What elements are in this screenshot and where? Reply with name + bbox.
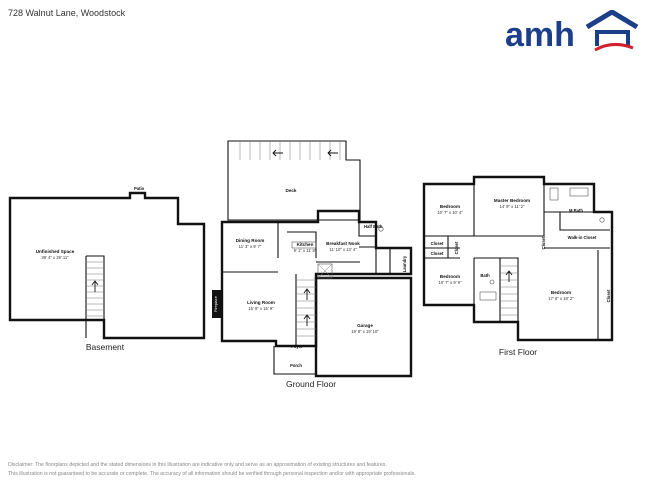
room-dims-dining-room: 11' 3" x 9' 7" bbox=[239, 244, 262, 249]
room-name-bath: Bath bbox=[480, 273, 490, 278]
amh-logo: amh bbox=[505, 10, 639, 52]
room-name-bedroom-3: Bedroom bbox=[440, 274, 460, 279]
room-name-foyer: Foyer bbox=[291, 344, 303, 349]
room-name-garage: Garage bbox=[357, 323, 373, 328]
floor-label-first: First Floor bbox=[499, 347, 537, 357]
room-name-m-bath: M Bath bbox=[569, 208, 583, 213]
logo-swoosh-icon bbox=[594, 43, 634, 52]
room-name-walk-in-closet: Walk-in Closet bbox=[568, 235, 597, 240]
first-floor-plan: Bedroom 10' 7" x 10' 4" Master Bedroom 1… bbox=[422, 175, 614, 357]
room-name-closet-2: Closet bbox=[431, 251, 444, 256]
room-dims-master-bedroom: 14' 9" x 11' 2" bbox=[500, 204, 525, 209]
room-dims-bedroom-2: 10' 7" x 10' 4" bbox=[437, 210, 463, 215]
room-dims-kitchen: 9' 1" x 11' 8" bbox=[294, 248, 317, 253]
room-dims-garage: 19' 8" x 19' 10" bbox=[351, 329, 379, 334]
room-name-closet-3: Closet bbox=[454, 241, 459, 254]
room-name-laundry: Laundry bbox=[402, 255, 407, 272]
floor-label-ground: Ground Floor bbox=[286, 379, 336, 389]
room-name-kitchen: Kitchen bbox=[297, 242, 314, 247]
disclaimer-line-1: Disclaimer: The floorplans depicted and … bbox=[8, 462, 387, 468]
basement-plan: Patio Unfinished Space 39' 4" x 28' 11" … bbox=[8, 186, 206, 352]
logo-wordmark: amh bbox=[505, 16, 575, 52]
room-dims-bedroom-3: 10' 7" x 9' 9" bbox=[439, 280, 462, 285]
floor-label-basement: Basement bbox=[86, 342, 125, 352]
room-name-master-bedroom: Master Bedroom bbox=[494, 198, 530, 203]
room-name-porch: Porch bbox=[290, 363, 302, 368]
disclaimer-line-2: This illustration is not guaranteed to b… bbox=[8, 471, 416, 477]
room-name-patio: Patio bbox=[134, 186, 145, 191]
room-name-bedroom-2: Bedroom bbox=[440, 204, 460, 209]
room-dims-breakfast-nook: 11' 10" x 13' 4" bbox=[329, 247, 357, 252]
room-dims-unfinished-space: 39' 4" x 28' 11" bbox=[41, 255, 69, 260]
ground-floor-plan: Deck Fireplace Dining Room 11' 3" x 9' 7… bbox=[212, 140, 413, 389]
room-name-dining-room: Dining Room bbox=[236, 238, 265, 243]
room-name-unfinished-space: Unfinished Space bbox=[36, 249, 75, 254]
listing-address: 728 Walnut Lane, Woodstock bbox=[8, 8, 126, 18]
room-name-closet-4: Closet bbox=[541, 236, 546, 249]
room-name-closet-1: Closet bbox=[431, 241, 444, 246]
room-name-closet-5: Closet bbox=[606, 289, 611, 302]
room-name-deck: Deck bbox=[286, 188, 297, 193]
room-dims-living-room: 15' 9" x 15' 9" bbox=[248, 306, 274, 311]
room-name-bedroom-4: Bedroom bbox=[551, 290, 571, 295]
room-name-breakfast-nook: Breakfast Nook bbox=[326, 241, 360, 246]
room-name-living-room: Living Room bbox=[247, 300, 275, 305]
room-name-half-bath: Half Bath bbox=[364, 224, 383, 229]
fireplace bbox=[212, 290, 222, 318]
logo-roof-icon bbox=[585, 10, 639, 30]
room-dims-bedroom-4: 17' 6" x 18' 2" bbox=[548, 296, 574, 301]
room-name-fireplace: Fireplace bbox=[214, 296, 218, 312]
